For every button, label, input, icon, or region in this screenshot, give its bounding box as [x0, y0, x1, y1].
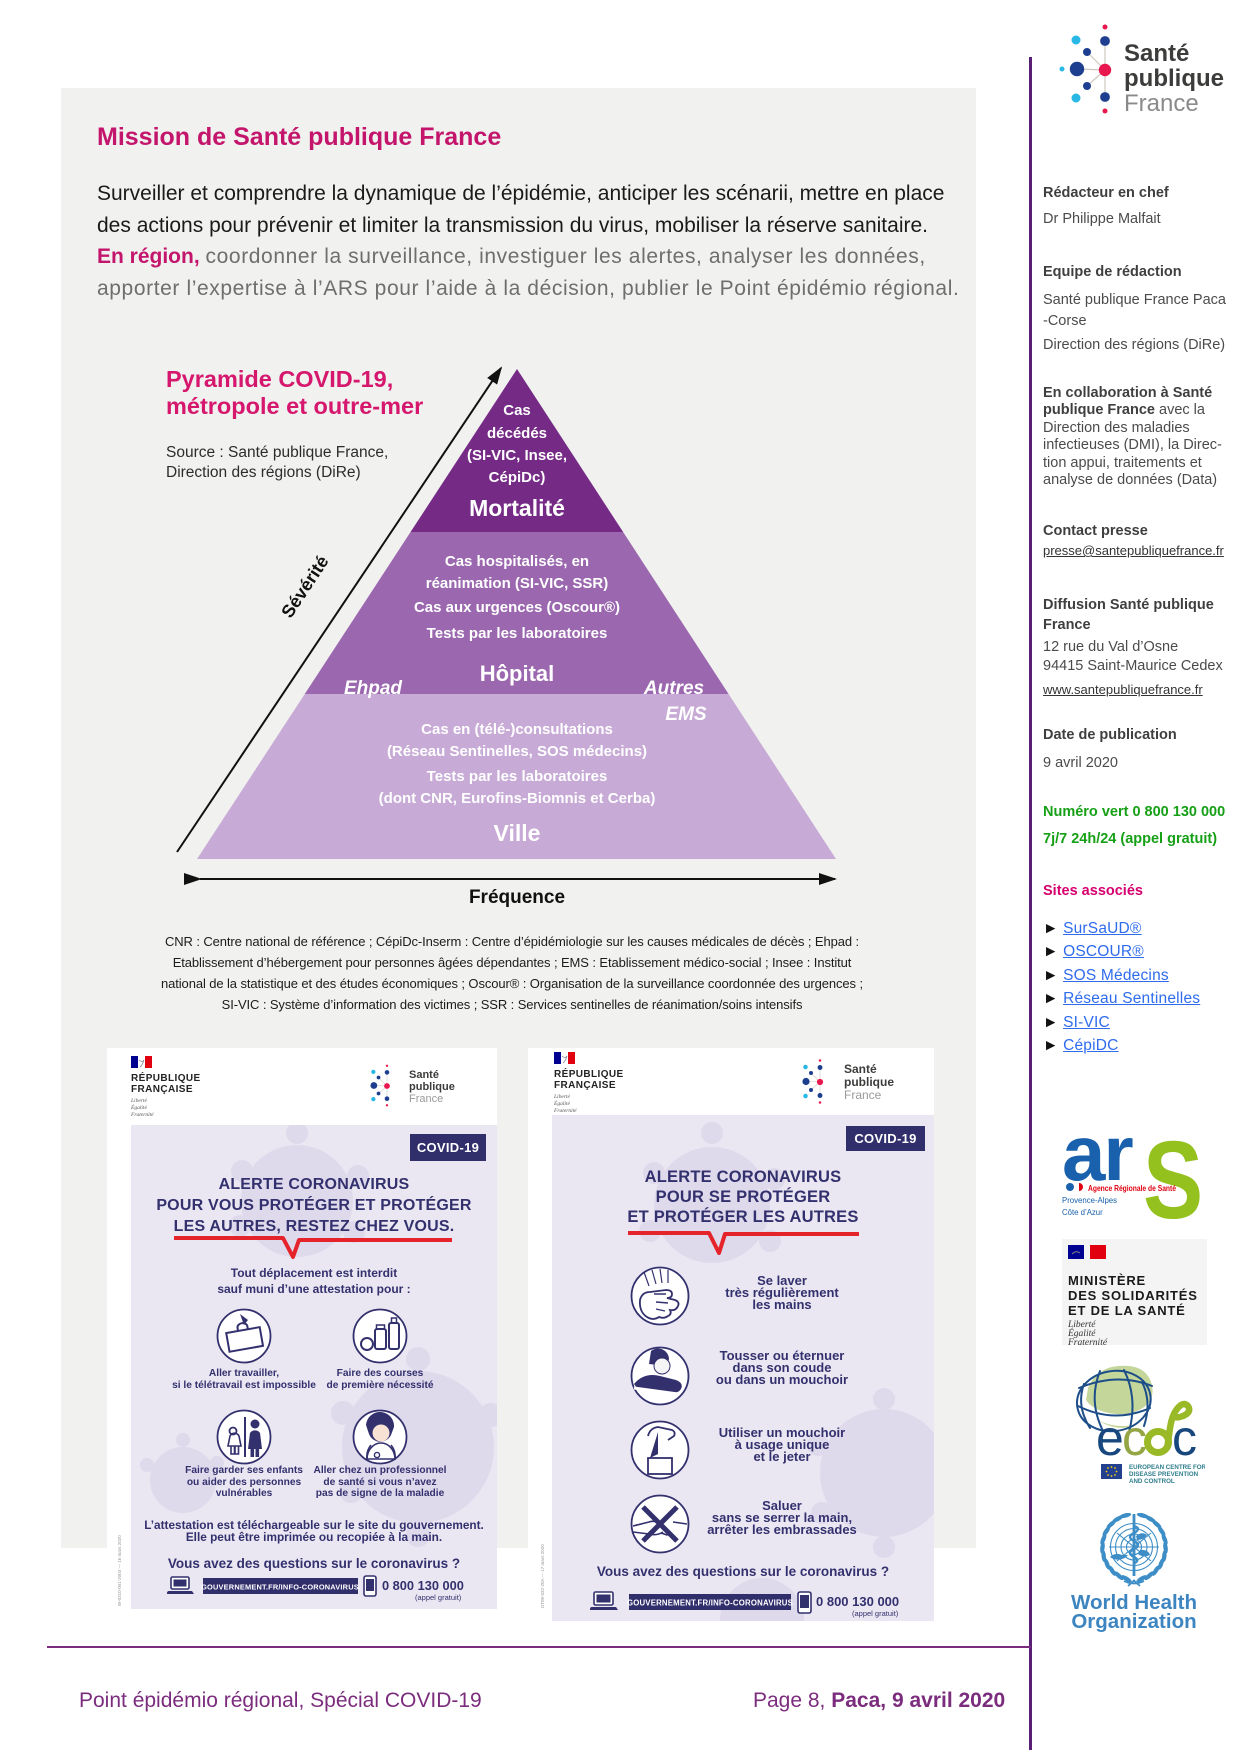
svg-text:métropole et outre-mer: métropole et outre-mer [166, 393, 423, 419]
svg-text:Liberté: Liberté [131, 1098, 147, 1104]
svg-text:Santé: Santé [1124, 40, 1189, 67]
svg-text:Agence Régionale de Santé: Agence Régionale de Santé [1088, 1183, 1176, 1193]
svg-text:Liberté: Liberté [554, 1094, 570, 1100]
svg-text:Ville: Ville [494, 820, 541, 846]
svg-text:Autres: Autres [643, 678, 704, 699]
svg-text:Côte d’Azur: Côte d’Azur [1062, 1208, 1103, 1217]
svg-text:c: c [1122, 1410, 1147, 1466]
svg-text:RÉPUBLIQUE: RÉPUBLIQUE [554, 1067, 624, 1080]
svg-text:France: France [409, 1093, 443, 1105]
svg-text:Mortalité: Mortalité [469, 495, 565, 521]
svg-text:Cas aux urgences (Oscour®): Cas aux urgences (Oscour®) [414, 599, 620, 616]
svg-text:0 800 130 000: 0 800 130 000 [382, 1578, 464, 1593]
svg-text:Sévérité: Sévérité [277, 552, 332, 621]
svg-text:Hôpital: Hôpital [480, 661, 555, 686]
svg-text:FRANÇAISE: FRANÇAISE [131, 1084, 193, 1095]
svg-text:Fraternité: Fraternité [131, 1112, 154, 1118]
svg-text:MINISTÈRE: MINISTÈRE [1068, 1273, 1146, 1288]
svg-text:Direction des régions (DiRe): Direction des régions (DiRe) [166, 464, 361, 481]
svg-text:EMS: EMS [665, 704, 707, 725]
svg-text:Fréquence: Fréquence [469, 887, 565, 908]
svg-text:Tests par les laboratoires: Tests par les laboratoires [427, 768, 608, 785]
svg-text:Pyramide COVID-19,: Pyramide COVID-19, [166, 366, 393, 392]
svg-text:AND CONTROL: AND CONTROL [1129, 1478, 1175, 1485]
svg-text:Liberté: Liberté [1068, 1320, 1096, 1330]
svg-text:Santé: Santé [844, 1062, 877, 1076]
svg-text:Ehpad: Ehpad [344, 678, 402, 699]
svg-text:DISEASE PREVENTION: DISEASE PREVENTION [1129, 1471, 1199, 1478]
svg-text:Source : Santé publique France: Source : Santé publique France, [166, 444, 388, 461]
svg-text:e: e [1096, 1410, 1124, 1466]
svg-text:CépiDc): CépiDc) [489, 469, 546, 486]
svg-text:Cas hospitalisés, en: Cas hospitalisés, en [445, 553, 589, 570]
svg-text:France: France [1124, 90, 1199, 117]
svg-text:Égalité: Égalité [554, 1099, 570, 1107]
svg-text:ar: ar [1062, 1132, 1133, 1197]
svg-text:Égalité: Égalité [1068, 1327, 1096, 1339]
svg-text:GOUVERNEMENT.FR/INFO-CORONAVIR: GOUVERNEMENT.FR/INFO-CORONAVIRUS [201, 1583, 359, 1592]
svg-text:publique: publique [409, 1081, 455, 1093]
svg-text:(SI-VIC, Insee,: (SI-VIC, Insee, [467, 447, 567, 464]
svg-text:Cas en (télé-)consultations: Cas en (télé-)consultations [421, 721, 613, 738]
svg-text:publique: publique [844, 1075, 894, 1089]
svg-text:(Réseau Sentinelles, SOS médec: (Réseau Sentinelles, SOS médecins) [387, 743, 647, 760]
svg-text:Fraternité: Fraternité [554, 1108, 577, 1114]
svg-text:EUROPEAN CENTRE FOR: EUROPEAN CENTRE FOR [1129, 1464, 1205, 1471]
svg-text:GOUVERNEMENT.FR/INFO-CORONAVIR: GOUVERNEMENT.FR/INFO-CORONAVIRUS [627, 1599, 793, 1608]
svg-text:réanimation (SI-VIC, SSR): réanimation (SI-VIC, SSR) [426, 575, 609, 592]
svg-text:ET DE LA SANTÉ: ET DE LA SANTÉ [1068, 1303, 1186, 1318]
svg-text:FRANÇAISE: FRANÇAISE [554, 1080, 616, 1091]
svg-text:S: S [1143, 1132, 1203, 1224]
svg-text:Provence-Alpes: Provence-Alpes [1062, 1196, 1117, 1205]
svg-text:Fraternité: Fraternité [1068, 1338, 1108, 1345]
svg-text:Égalité: Égalité [131, 1103, 147, 1111]
svg-text:Cas: Cas [503, 402, 531, 419]
svg-text:France: France [844, 1088, 882, 1102]
svg-text:Santé: Santé [409, 1069, 439, 1081]
svg-text:0 800 130 000: 0 800 130 000 [816, 1594, 899, 1609]
svg-text:(appel gratuit): (appel gratuit) [415, 1593, 462, 1602]
svg-text:publique: publique [1124, 65, 1224, 92]
svg-text:décédés: décédés [487, 425, 547, 442]
svg-text:DES SOLIDARITÉS: DES SOLIDARITÉS [1068, 1288, 1198, 1303]
svg-text:(appel gratuit): (appel gratuit) [852, 1609, 899, 1618]
svg-text:RÉPUBLIQUE: RÉPUBLIQUE [131, 1071, 201, 1084]
svg-text:Tests par les laboratoires: Tests par les laboratoires [427, 625, 608, 642]
svg-text:(dont CNR, Eurofins-Biomnis et: (dont CNR, Eurofins-Biomnis et Cerba) [379, 790, 656, 807]
